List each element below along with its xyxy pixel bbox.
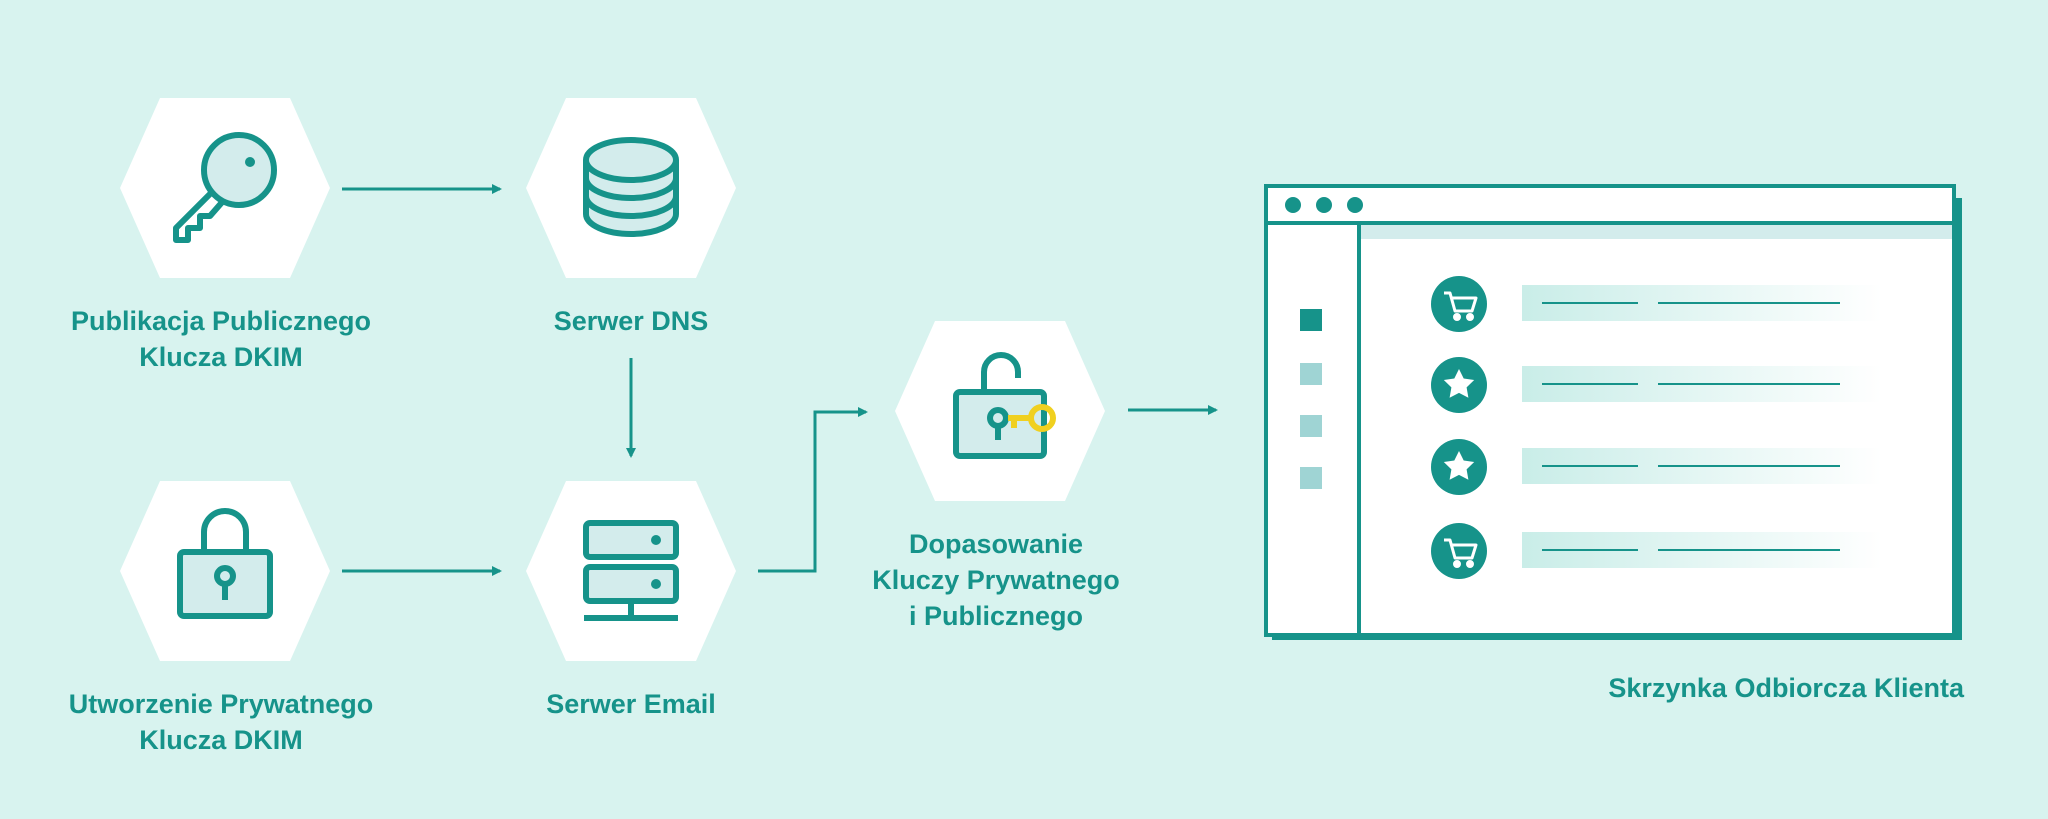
label-dns: Serwer DNS [554,303,709,339]
label-create: Utworzenie Prywatnego Klucza DKIM [69,686,374,758]
node-match [895,321,1105,501]
label-match: Dopasowanie Kluczy Prywatnego i Publiczn… [872,526,1120,634]
label-line: Klucza DKIM [139,725,303,755]
sidebar-square-icon [1300,467,1322,489]
label-email: Serwer Email [546,686,716,722]
inbox-row [1431,357,1882,413]
key-icon [173,132,277,243]
unlock-with-key-icon [953,352,1056,459]
label-inbox: Skrzynka Odbiorcza Klienta [1608,670,1964,706]
window-dot-icon [1316,197,1332,213]
node-publish [120,98,330,278]
label-line: Klucza DKIM [139,342,303,372]
browser-window-icon [1264,184,1962,640]
padlock-icon [177,508,273,619]
label-line: i Publicznego [908,601,1083,631]
cart-icon [1444,538,1478,568]
node-dns [526,98,736,278]
label-line: Dopasowanie [908,529,1084,559]
inbox-row [1431,523,1882,579]
cart-icon [1444,291,1478,321]
node-create [120,481,330,661]
label-line: Kluczy Prywatnego [872,565,1120,595]
window-dot-icon [1285,197,1301,213]
database-icon [583,137,679,237]
star-icon [1443,369,1475,398]
server-icon [583,520,679,621]
label-line: Utworzenie Prywatnego [68,689,374,719]
label-line: Skrzynka Odbiorcza Klienta [1608,673,1964,703]
node-email [526,481,736,661]
label-line: Publikacja Publicznego [70,306,372,336]
label-publish: Publikacja Publicznego Klucza DKIM [71,303,371,375]
sidebar-square-icon [1300,309,1322,331]
window-dot-icon [1347,197,1363,213]
inbox-row [1431,439,1882,495]
sidebar-square-icon [1300,415,1322,437]
label-line: Serwer Email [546,689,716,719]
arrows [342,184,1218,576]
sidebar-square-icon [1300,363,1322,385]
inbox-row [1431,276,1882,332]
star-icon [1443,451,1475,480]
label-line: Serwer DNS [553,306,709,336]
arrow-email-to-match [758,407,868,573]
